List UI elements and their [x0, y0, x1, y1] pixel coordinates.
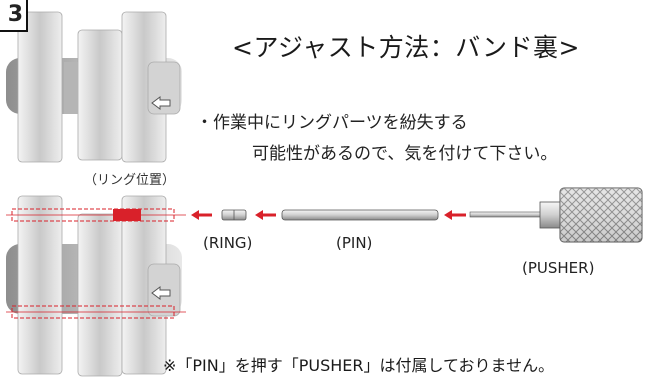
ring-position-label: （リング位置） [84, 173, 176, 188]
caution-note-line-2: 可能性があるので、気を付けて下さい。 [252, 144, 558, 164]
footer-note: ※「PIN」を押す「PUSHER」は付属しておりません。 [163, 356, 555, 375]
band-top [6, 11, 182, 163]
caution-note-line-1: ・作業中にリングパーツを紛失する [196, 113, 468, 133]
pusher-tool [469, 187, 643, 243]
pin-label: (PIN) [336, 234, 373, 252]
band-link [77, 29, 123, 161]
page-title: <アジャスト方法：バンド裏> [232, 33, 580, 62]
pin-channel-top [11, 208, 175, 222]
band-link [17, 195, 63, 375]
step-number-badge: 3 [0, 0, 28, 32]
direction-arrow-icon [151, 286, 171, 300]
pin-channel-bottom [11, 305, 175, 319]
band-link-center [64, 62, 78, 114]
ring-label: (RING) [203, 234, 253, 252]
band-link [17, 11, 63, 163]
band-link [77, 213, 123, 377]
ring-highlight [113, 209, 141, 221]
pusher-label: (PUSHER) [522, 259, 595, 277]
direction-arrow-icon [151, 96, 171, 110]
ring-part [221, 209, 247, 221]
arrow-left-icon [444, 210, 466, 220]
band-bottom [6, 195, 186, 377]
arrow-left-icon [255, 210, 276, 220]
pin-part [281, 209, 439, 221]
assembly-row [191, 187, 643, 243]
arrow-left-icon [191, 210, 212, 220]
